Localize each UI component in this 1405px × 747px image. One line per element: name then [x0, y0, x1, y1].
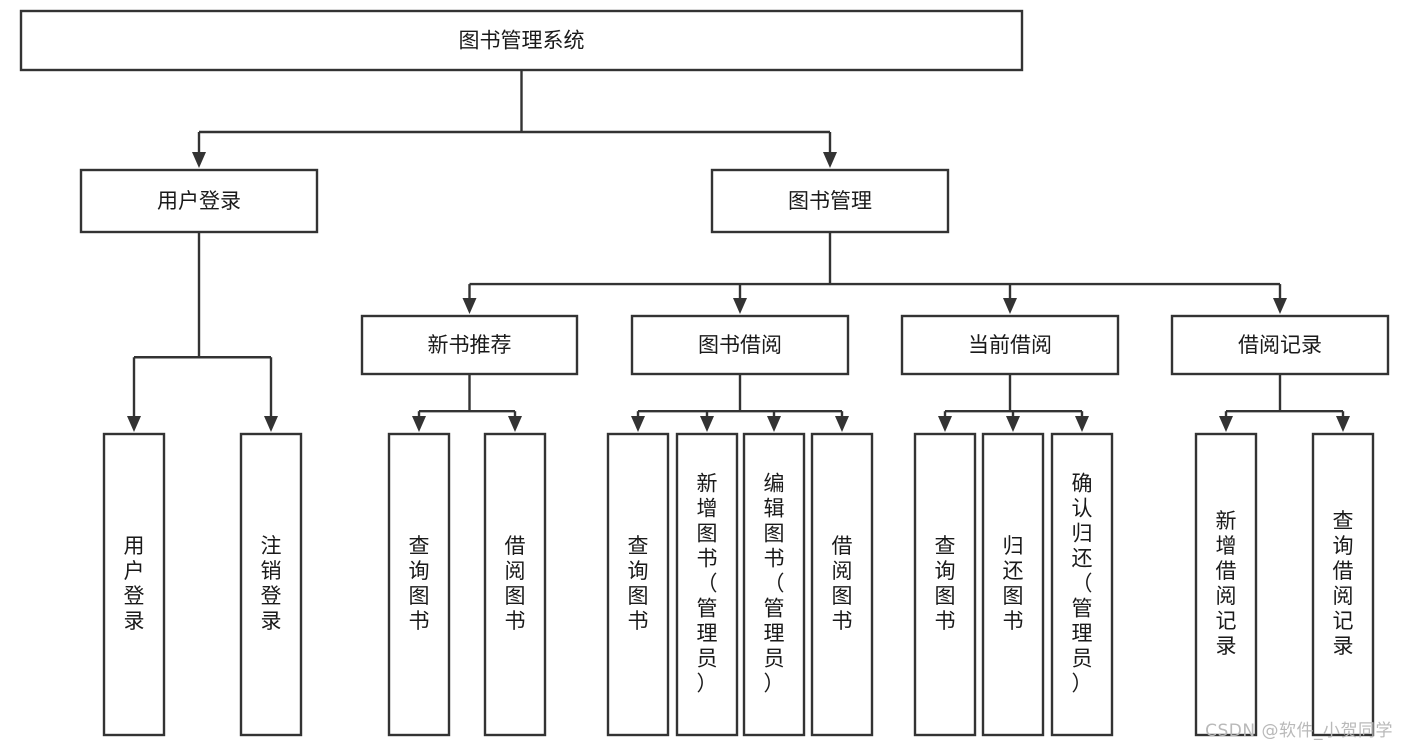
edge-group	[938, 374, 1089, 432]
node-label: 当前借阅	[968, 333, 1052, 357]
node-root[interactable]: 图书管理系统	[19, 9, 1024, 72]
node-box	[79, 168, 319, 234]
arrow-head-icon	[631, 416, 645, 432]
arrow-head-icon	[1273, 298, 1287, 314]
arrow-head-icon	[823, 152, 837, 168]
arrow-head-icon	[1336, 416, 1350, 432]
node-box	[913, 432, 977, 737]
node-label: 图书管理系统	[459, 29, 585, 53]
node-label: 用户登录	[157, 189, 241, 213]
arrow-head-icon	[508, 416, 522, 432]
node-label: 查询图书	[628, 534, 649, 633]
node-box	[483, 432, 547, 737]
edge-group	[127, 232, 278, 432]
node-label: 查询图书	[935, 534, 956, 633]
edge-group	[192, 70, 837, 168]
edges-layer	[127, 70, 1350, 432]
node-leaf-query-book-3[interactable]: 查询图书	[913, 432, 977, 737]
node-leaf-edit-book[interactable]: 编辑图书（管理员）	[742, 432, 806, 737]
node-book-borrow[interactable]: 图书借阅	[630, 314, 850, 376]
node-borrow-record[interactable]: 借阅记录	[1170, 314, 1390, 376]
node-box	[606, 432, 670, 737]
node-label: 新书推荐	[428, 333, 512, 357]
node-box	[1050, 432, 1114, 737]
edge-group	[1219, 374, 1350, 432]
arrow-head-icon	[264, 416, 278, 432]
arrow-head-icon	[127, 416, 141, 432]
node-box	[981, 432, 1045, 737]
node-label: 借阅记录	[1238, 333, 1322, 357]
node-label: 归还图书	[1003, 534, 1024, 633]
node-box	[710, 168, 950, 234]
node-leaf-query-book-2[interactable]: 查询图书	[606, 432, 670, 737]
arrow-head-icon	[767, 416, 781, 432]
node-box	[630, 314, 850, 376]
edge-group	[412, 374, 522, 432]
node-box	[387, 432, 451, 737]
node-box	[19, 9, 1024, 72]
node-leaf-add-record[interactable]: 新增借阅记录	[1194, 432, 1258, 737]
node-box	[1194, 432, 1258, 737]
node-leaf-query-book-1[interactable]: 查询图书	[387, 432, 451, 737]
node-label: 编辑图书（管理员）	[764, 472, 785, 696]
node-current-borrow[interactable]: 当前借阅	[900, 314, 1120, 376]
node-label: 新增借阅记录	[1216, 509, 1237, 658]
arrow-head-icon	[412, 416, 426, 432]
node-label: 图书借阅	[698, 333, 782, 357]
node-leaf-query-record[interactable]: 查询借阅记录	[1311, 432, 1375, 737]
edge-group	[631, 374, 849, 432]
node-leaf-add-book[interactable]: 新增图书（管理员）	[675, 432, 739, 737]
node-label: 新增图书（管理员）	[697, 472, 718, 696]
node-leaf-borrow-book-1[interactable]: 借阅图书	[483, 432, 547, 737]
arrow-head-icon	[1219, 416, 1233, 432]
node-box	[675, 432, 739, 737]
arrow-head-icon	[1075, 416, 1089, 432]
node-label: 图书管理	[788, 189, 872, 213]
arrow-head-icon	[733, 298, 747, 314]
arrow-head-icon	[938, 416, 952, 432]
node-label: 注销登录	[261, 534, 282, 633]
node-leaf-user-login[interactable]: 用户登录	[102, 432, 166, 737]
node-box	[1170, 314, 1390, 376]
node-leaf-return-book[interactable]: 归还图书	[981, 432, 1045, 737]
arrow-head-icon	[1006, 416, 1020, 432]
node-label: 用户登录	[124, 534, 145, 633]
arrow-head-icon	[700, 416, 714, 432]
node-label: 确认归还（管理员）	[1072, 472, 1093, 696]
edge-group	[462, 232, 1287, 314]
node-leaf-confirm-return[interactable]: 确认归还（管理员）	[1050, 432, 1114, 737]
arrow-head-icon	[462, 298, 477, 314]
node-box	[810, 432, 874, 737]
node-leaf-logout[interactable]: 注销登录	[239, 432, 303, 737]
node-leaf-borrow-book-2[interactable]: 借阅图书	[810, 432, 874, 737]
arrow-head-icon	[192, 152, 206, 168]
node-label: 查询图书	[409, 534, 430, 633]
node-box	[239, 432, 303, 737]
node-box	[360, 314, 579, 376]
nodes-layer: 图书管理系统用户登录图书管理新书推荐图书借阅当前借阅借阅记录用户登录注销登录查询…	[19, 9, 1390, 737]
node-user-login[interactable]: 用户登录	[79, 168, 319, 234]
node-box	[900, 314, 1120, 376]
node-box	[102, 432, 166, 737]
node-label: 借阅图书	[832, 534, 853, 633]
arrow-head-icon	[1003, 298, 1017, 314]
node-book-manage[interactable]: 图书管理	[710, 168, 950, 234]
node-box	[1311, 432, 1375, 737]
node-label: 借阅图书	[505, 534, 526, 633]
node-label: 查询借阅记录	[1333, 509, 1354, 658]
node-new-book-recommend[interactable]: 新书推荐	[360, 314, 579, 376]
arrow-head-icon	[835, 416, 849, 432]
watermark: CSDN @软件_小贺同学	[1205, 721, 1393, 741]
node-box	[742, 432, 806, 737]
